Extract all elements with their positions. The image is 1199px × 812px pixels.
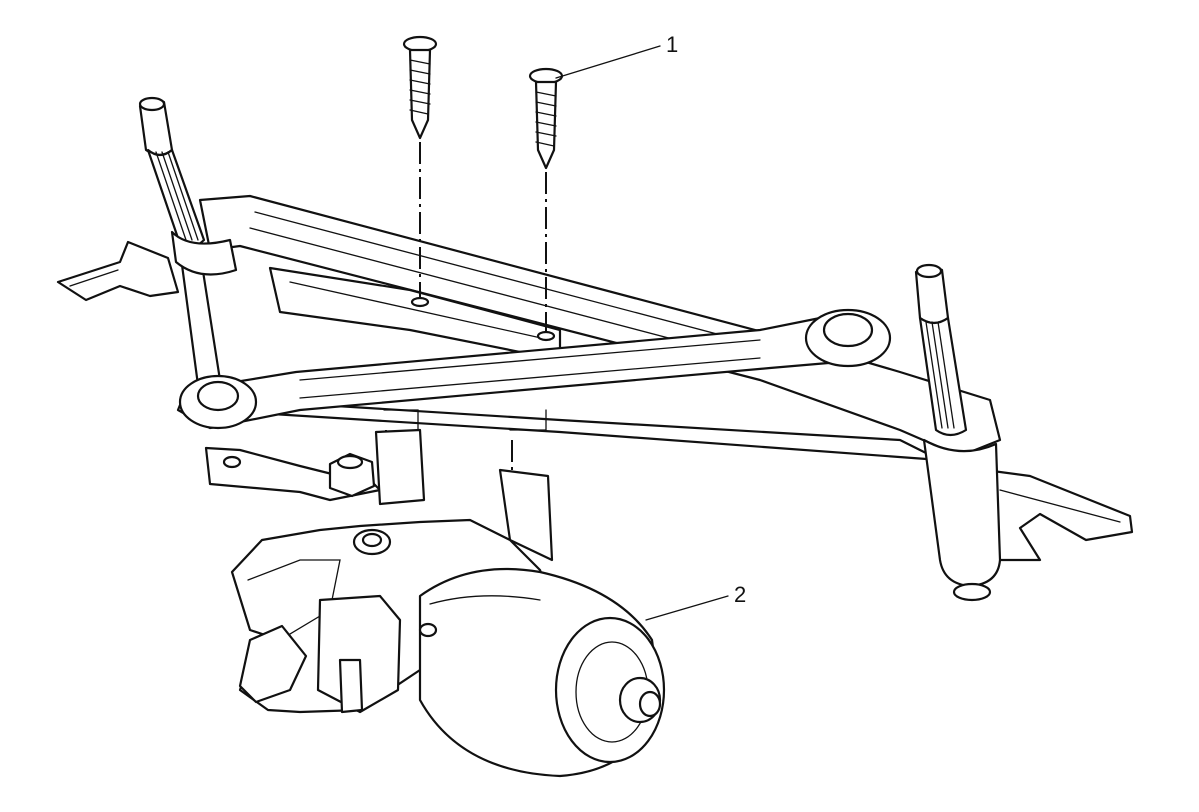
motor-mounting-plate bbox=[204, 428, 554, 562]
right-pivot-shaft bbox=[914, 263, 1002, 602]
right-mounting-bracket bbox=[983, 468, 1134, 562]
callout-2-label: 2 bbox=[734, 582, 746, 607]
callout-leaders bbox=[555, 45, 729, 621]
left-mounting-bracket bbox=[56, 240, 180, 302]
left-pivot-shaft bbox=[138, 96, 238, 276]
screw-right bbox=[528, 67, 564, 170]
drive-link bbox=[176, 308, 892, 430]
screw-left bbox=[402, 35, 438, 140]
wiper-motor bbox=[230, 518, 666, 778]
callout-1-label: 1 bbox=[666, 32, 678, 57]
